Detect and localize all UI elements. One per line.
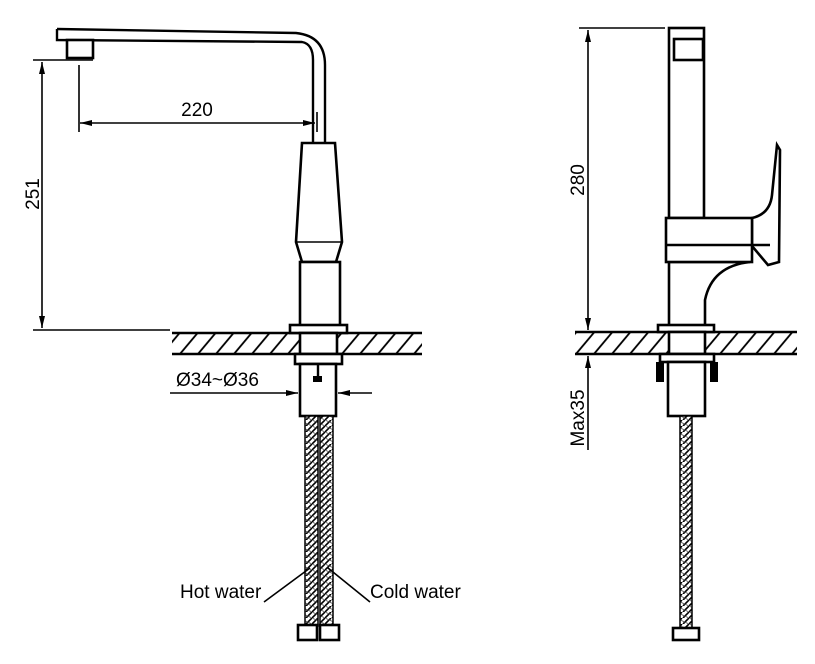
hot-water-callout: Hot water bbox=[180, 567, 311, 603]
dimension-height-side: 280 bbox=[568, 27, 665, 330]
side-view: 280 Max35 bbox=[568, 26, 797, 642]
dimension-height-side-label: 280 bbox=[568, 164, 589, 196]
side-faucet-body bbox=[656, 26, 782, 418]
cold-water-callout: Cold water bbox=[327, 567, 461, 603]
cold-water-label: Cold water bbox=[370, 582, 461, 603]
side-hose bbox=[671, 415, 701, 642]
cold-water-hose bbox=[318, 415, 341, 642]
hot-water-hose bbox=[296, 415, 319, 642]
spout bbox=[55, 27, 327, 143]
hot-water-label: Hot water bbox=[180, 582, 262, 603]
front-view: 220 251 Ø34~Ø36 Hot water Cold water bbox=[23, 27, 461, 642]
dimension-height-front: 251 bbox=[23, 59, 170, 331]
dimension-max-thickness: Max35 bbox=[568, 356, 591, 450]
dimension-reach: 220 bbox=[78, 65, 318, 132]
dimension-hole-label: Ø34~Ø36 bbox=[176, 370, 259, 391]
dimension-hole: Ø34~Ø36 bbox=[170, 370, 372, 396]
dimension-max-thickness-label: Max35 bbox=[568, 389, 589, 446]
countertop-left bbox=[172, 331, 422, 356]
dimension-height-front-label: 251 bbox=[23, 178, 44, 210]
faucet-body bbox=[288, 141, 349, 418]
dimension-reach-label: 220 bbox=[181, 100, 213, 121]
